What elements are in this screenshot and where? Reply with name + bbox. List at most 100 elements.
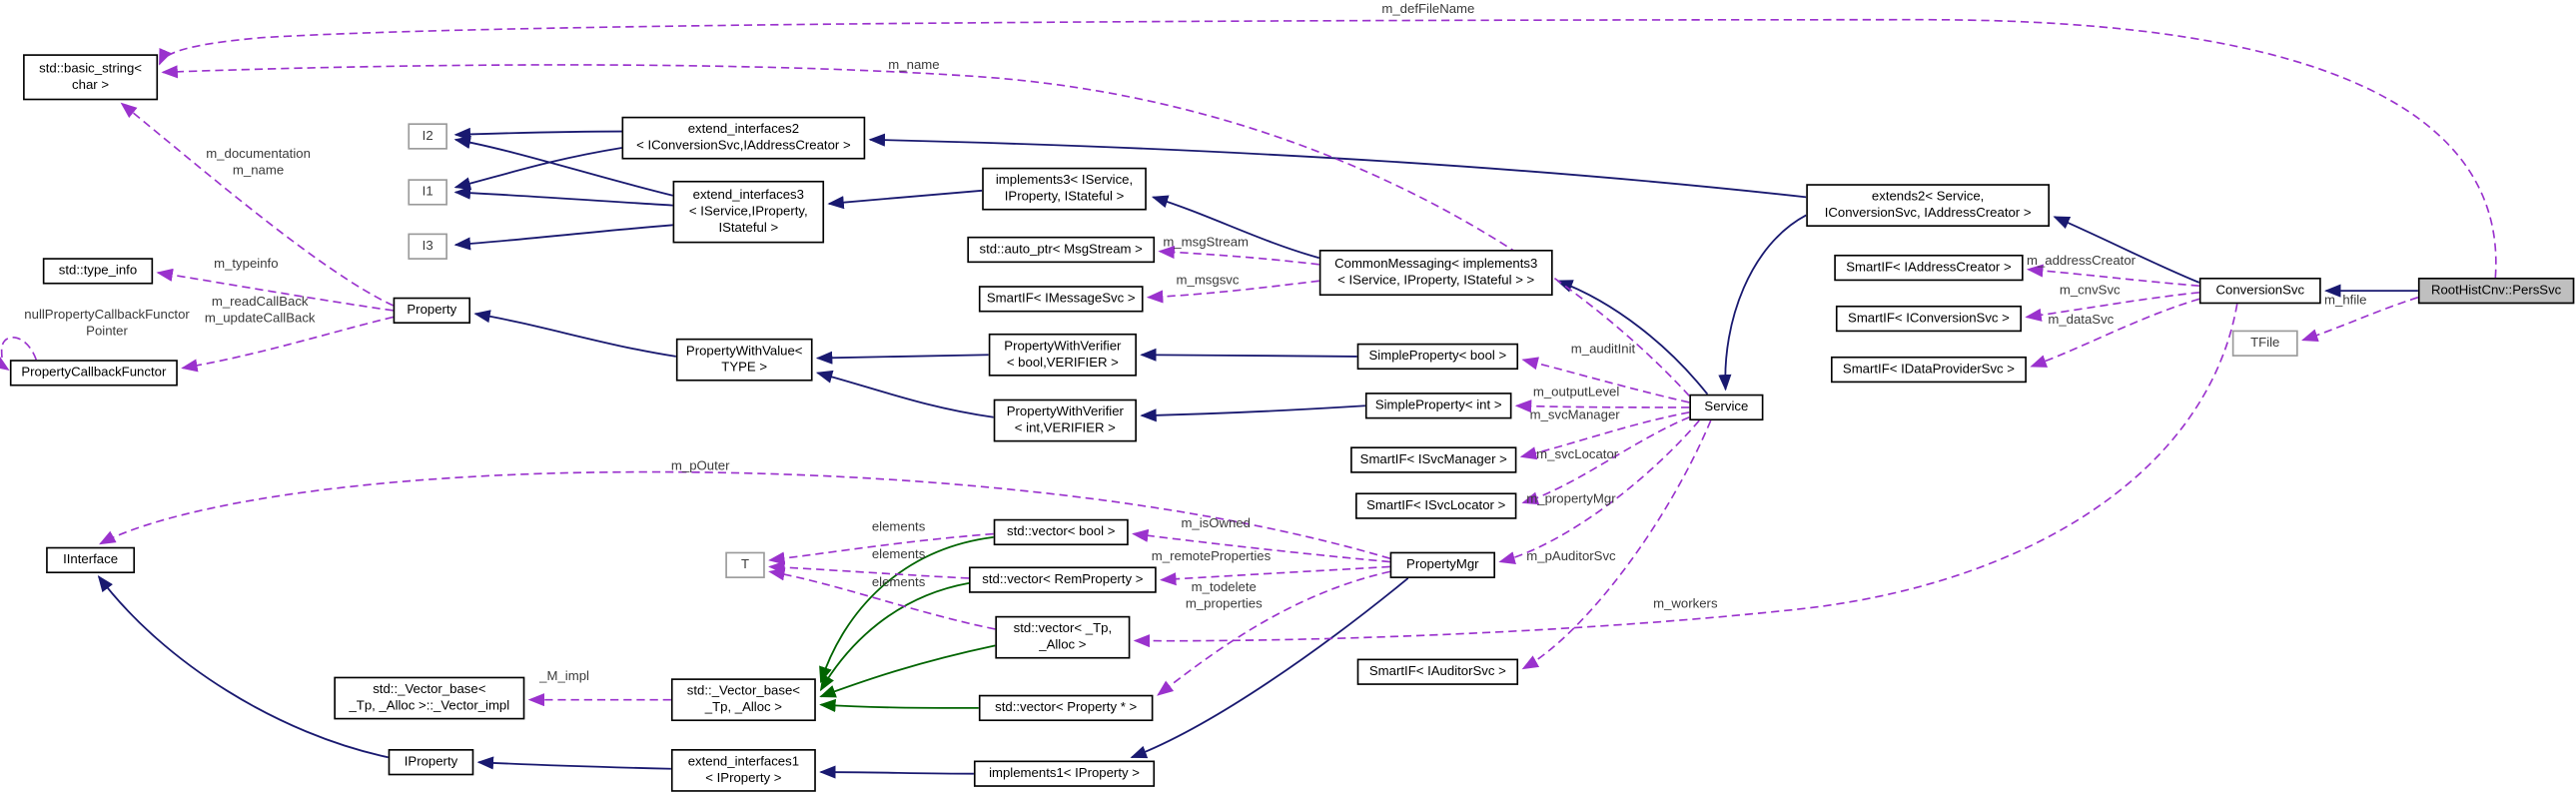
class-node-extend-interfaces2[interactable]: extend_interfaces2 < IConversionSvc,IAdd…: [621, 116, 866, 160]
edge-label-m-svclocator: m_svcLocator: [1536, 446, 1619, 462]
class-node-propertymgr[interactable]: PropertyMgr: [1389, 551, 1496, 578]
class-node-smartif-iconversionsvc[interactable]: SmartIF< IConversionSvc >: [1835, 305, 2023, 333]
edge-simplepropbool-pwvbool: [1140, 348, 1357, 362]
class-node-smartif-iauditorsvc[interactable]: SmartIF< IAuditorSvc >: [1356, 658, 1519, 685]
edge-extendinterfaces1-iproperty: [476, 756, 671, 770]
class-node-propertycallbackfunctor[interactable]: PropertyCallbackFunctor: [9, 360, 178, 387]
edge-label-m-documentation-m-name: m_documentation m_name: [206, 146, 311, 178]
class-node-t[interactable]: T: [725, 551, 765, 578]
edge-use-m-pauditorsvc: [1521, 419, 1712, 670]
edge-label-m-todelete-m-properties: m_todelete m_properties: [1185, 579, 1263, 611]
edge-use-m-outputlevel: [1514, 400, 1690, 413]
edge-extendinterfaces2-i2: [453, 127, 622, 141]
class-node-std-vector-property-ptr[interactable]: std::vector< Property * >: [978, 694, 1154, 722]
edge-label-m-pauditorsvc: m_pAuditorSvc: [1526, 548, 1616, 564]
edge-commonmessaging-implements3: [1151, 195, 1320, 260]
edge-extends2-service: [1718, 214, 1807, 392]
class-node-extend-interfaces1[interactable]: extend_interfaces1 < IProperty >: [670, 749, 816, 792]
class-node-smartif-isvclocator[interactable]: SmartIF< ISvcLocator >: [1355, 492, 1517, 519]
class-node-propertywithverifier-int[interactable]: PropertyWithVerifier < int,VERIFIER >: [993, 399, 1137, 442]
class-node-property[interactable]: Property: [393, 297, 471, 325]
class-node-commonmessaging[interactable]: CommonMessaging< implements3 < IService,…: [1318, 250, 1553, 297]
class-node-propertywithverifier-bool[interactable]: PropertyWithVerifier < bool,VERIFIER >: [988, 333, 1137, 377]
edge-use-m-addresscreator: [2026, 264, 2199, 288]
edge-label-m-readcallback-m-updatecallback: m_readCallBack m_updateCallBack: [204, 294, 316, 326]
edge-label-m-hfile: m_hfile: [2324, 292, 2367, 308]
class-node-implements1[interactable]: implements1< IProperty >: [973, 760, 1156, 787]
edge-use-elements-2: [768, 560, 970, 579]
class-node-smartif-imessagesvc[interactable]: SmartIF< IMessageSvc >: [978, 286, 1144, 313]
class-node-service[interactable]: Service: [1689, 394, 1764, 421]
class-node-smartif-iaddresscreator[interactable]: SmartIF< IAddressCreator >: [1834, 254, 2024, 282]
edge-use-m-isowned: [1132, 528, 1390, 563]
class-node-std-basic-string[interactable]: std::basic_string< char >: [23, 54, 159, 101]
edge-label-m-propertymgr: m_propertyMgr: [1526, 490, 1616, 506]
edge-extendinterfaces3-i3: [453, 224, 673, 251]
edge-label-m-svcmanager: m_svcManager: [1529, 406, 1620, 422]
edge-label-m-addresscreator: m_addressCreator: [2026, 253, 2137, 269]
edge-use-elements-3: [768, 567, 996, 630]
class-node-iproperty[interactable]: IProperty: [388, 749, 474, 776]
edge-extendinterfaces3-i2: [453, 136, 673, 197]
class-node-std-auto-ptr-msgstream[interactable]: std::auto_ptr< MsgStream >: [967, 236, 1156, 264]
class-node-std-type-info[interactable]: std::type_info: [42, 258, 154, 285]
edge-implements1-extendinterfaces1: [819, 765, 974, 779]
edge-use-m-todelete: [1157, 570, 1390, 696]
edge-use-m-documentation: [120, 102, 394, 307]
edge-pwvint-propertywithvalue: [815, 370, 994, 418]
edge-simplepropint-pwvint: [1140, 404, 1365, 422]
edge-extendinterfaces2-i1: [453, 147, 622, 191]
edge-use-m-hfile: [2301, 296, 2419, 343]
class-node-i3[interactable]: I3: [408, 233, 447, 260]
class-node-std-vector-remproperty[interactable]: std::vector< RemProperty >: [969, 566, 1157, 593]
edge-use-m-pouter: [99, 470, 1390, 560]
edge-use-nullpropertycallbackfunctorpointer: [0, 336, 38, 371]
class-node-i2[interactable]: I2: [408, 123, 447, 150]
edge-use-elements-1: [768, 532, 994, 565]
edge-label-elements-2: elements: [871, 546, 926, 562]
edge-service-commonmessaging: [1556, 280, 1709, 396]
edge-propertywithvalue-property: [473, 310, 677, 358]
edge-use-m-propertymgr: [1498, 419, 1700, 565]
class-node-std-vector-base-vector-impl[interactable]: std::_Vector_base< _Tp, _Alloc >::_Vecto…: [334, 676, 525, 720]
edge-label-m-remoteproperties: m_remoteProperties: [1151, 548, 1272, 564]
edge-use-m-svclocator: [1521, 416, 1690, 505]
edge-use-m-datasvc: [2030, 298, 2200, 368]
class-node-iinterface[interactable]: IInterface: [46, 546, 136, 574]
class-node-std-vector-base[interactable]: std::_Vector_base< _Tp, _Alloc >: [670, 678, 816, 722]
class-node-extend-interfaces3[interactable]: extend_interfaces3 < IService,IProperty,…: [672, 180, 825, 244]
edge-label-elements-1: elements: [871, 518, 926, 534]
edge-label-m-impl: _M_impl: [539, 668, 589, 684]
class-node-smartif-isvcmanager[interactable]: SmartIF< ISvcManager >: [1350, 446, 1517, 473]
class-node-propertywithvalue[interactable]: PropertyWithValue< TYPE >: [675, 338, 813, 382]
class-node-std-vector-tp-alloc[interactable]: std::vector< _Tp, _Alloc >: [995, 615, 1131, 659]
edge-use-m-remoteproperties: [1160, 565, 1390, 586]
edge-label-m-workers: m_workers: [1653, 596, 1718, 611]
edge-extendinterfaces3-i1: [453, 186, 673, 207]
edge-label-m-auditinit: m_auditInit: [1570, 342, 1636, 357]
class-node-extends2[interactable]: extends2< Service, IConversionSvc, IAddr…: [1806, 184, 2050, 227]
class-node-std-vector-bool[interactable]: std::vector< bool >: [993, 518, 1129, 546]
edge-propertymgr-implements1: [1130, 577, 1409, 759]
edge-conversionsvc-extends2: [2053, 216, 2200, 284]
class-node-smartif-idataprovidersvc[interactable]: SmartIF< IDataProviderSvc >: [1830, 356, 2027, 384]
class-node-i1[interactable]: I1: [408, 179, 447, 206]
edge-vectortp-vectorbase: [819, 644, 996, 698]
edge-iproperty-iinterface: [97, 574, 389, 759]
class-node-simpleproperty-int[interactable]: SimpleProperty< int >: [1364, 393, 1512, 419]
edge-pwvbool-propertywithvalue: [815, 351, 989, 365]
edge-use-m-readcallback: [181, 316, 394, 373]
edge-extends2-extendinterfaces2: [868, 133, 1807, 199]
class-node-conversionsvc[interactable]: ConversionSvc: [2198, 277, 2321, 305]
class-node-simpleproperty-bool[interactable]: SimpleProperty< bool >: [1356, 343, 1519, 371]
edge-label-elements-3: elements: [871, 574, 926, 590]
edge-use-m-cnvsvc: [2025, 291, 2199, 322]
edge-label-m-msgstream: m_msgStream: [1163, 235, 1250, 251]
edge-vectorbool-vectorbase: [819, 535, 994, 684]
edge-label-nullpropertycallbackfunctorpointer: nullPropertyCallbackFunctor Pointer: [24, 307, 190, 339]
edge-label-m-name: m_name: [888, 57, 940, 73]
class-node-tfile[interactable]: TFile: [2231, 330, 2298, 357]
class-node-implements3[interactable]: implements3< IService, IProperty, IState…: [982, 167, 1147, 211]
